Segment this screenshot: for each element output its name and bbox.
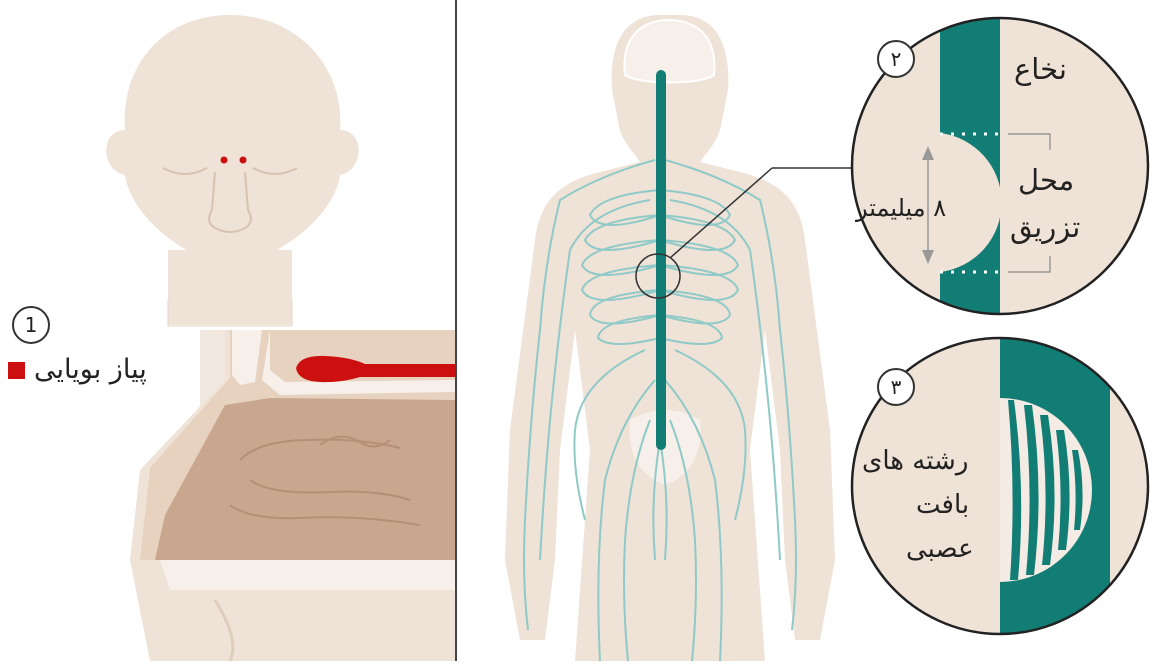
olfactory-bulb-label: پیاز بویایی: [34, 354, 147, 385]
nerve-fibers-label-line1: رشته های: [862, 446, 968, 476]
legend-swatch: [8, 362, 25, 379]
marker-3: ۳: [877, 368, 915, 406]
body-illustration: [505, 15, 852, 661]
olfactory-dot-left: [221, 157, 228, 164]
head-illustration: [106, 15, 359, 326]
injection-site-label-line1: محل: [1018, 163, 1074, 197]
spinal-cord: [656, 70, 666, 450]
marker-1: 1: [12, 306, 50, 344]
injection-site-label-line2: تزریق: [1010, 210, 1080, 244]
nerve-fibers-label-line3: عصبی: [906, 534, 974, 564]
distance-label: ۸ میلیمتر: [856, 194, 946, 222]
spinal-cord-label: نخاع: [1014, 52, 1067, 86]
nasal-cross-section: [130, 330, 455, 661]
olfactory-dot-right: [240, 157, 247, 164]
nerve-fibers-label-line2: بافت: [916, 490, 969, 520]
marker-2: ۲: [877, 40, 915, 78]
